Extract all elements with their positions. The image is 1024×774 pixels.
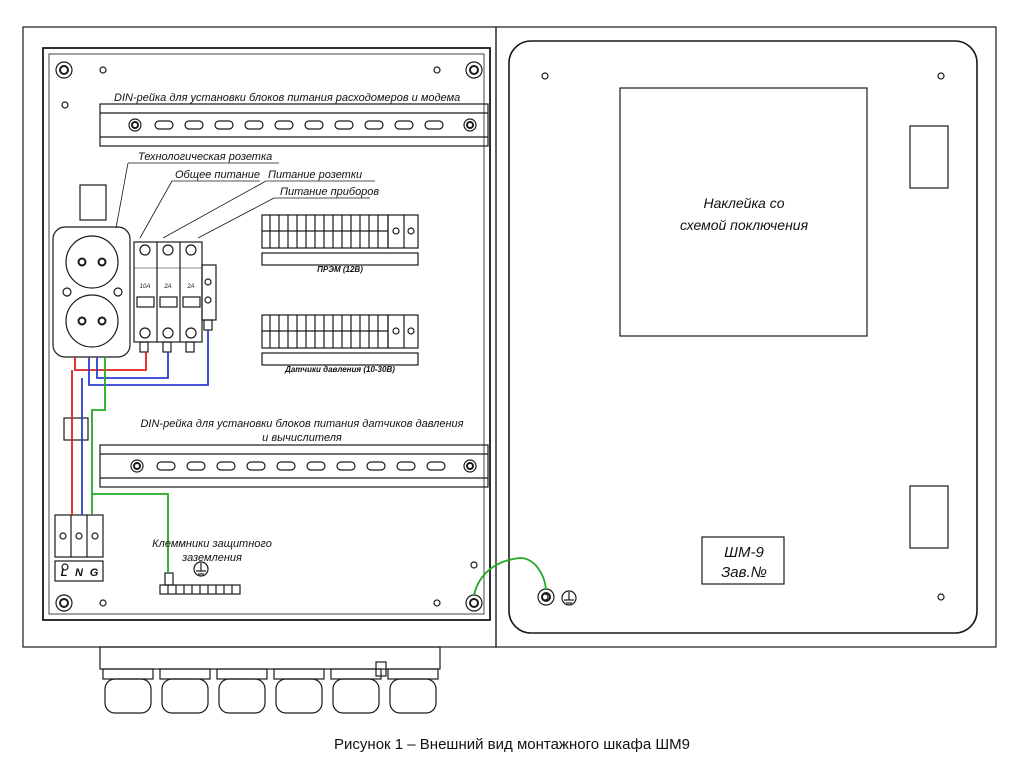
ground-bar	[159, 561, 241, 595]
sticker-text-1: Наклейка со	[703, 195, 784, 211]
terminal-l-label: L	[61, 567, 68, 579]
cable-glands	[99, 646, 441, 714]
din-rail-bottom	[99, 444, 489, 488]
figure-caption: Рисунок 1 – Внешний вид монтажного шкафа…	[334, 736, 690, 753]
door	[495, 26, 997, 648]
din-bottom-label-2: и вычислителя	[262, 432, 342, 444]
wires	[71, 330, 547, 596]
din-top-label: DIN-рейка для установки блоков питания р…	[114, 92, 460, 104]
prem-label: ПРЭМ (12В)	[317, 265, 363, 274]
din-bottom-label-1: DIN-рейка для установки блоков питания д…	[140, 418, 463, 430]
terminal-block-sensors	[261, 314, 419, 366]
breaker-amp-2: 2A	[163, 284, 171, 290]
door-hinge-bottom	[909, 485, 949, 549]
breaker-amp-1: 10A	[140, 284, 151, 290]
socket	[52, 226, 131, 358]
input-terminals	[54, 514, 104, 582]
plate-text-2: Зав.№	[721, 564, 767, 581]
sensors-label: Датчики давления (10-30В)	[284, 365, 395, 374]
terminal-n-label: N	[75, 567, 84, 579]
terminal-block-prem	[261, 214, 419, 266]
door-ground-icon	[561, 590, 577, 606]
serial-plate	[701, 536, 785, 585]
mounting-plate	[42, 47, 491, 621]
sticker-text-2: схемой поключения	[680, 217, 809, 233]
socket-label: Технологическая розетка	[138, 151, 272, 163]
door-hinge-top	[909, 125, 949, 189]
cabinet-drawing: DIN-рейка для установки блоков питания р…	[22, 26, 997, 714]
plate-text-1: ШМ-9	[724, 544, 764, 561]
ground-label-1: Клеммники защитного	[152, 538, 272, 550]
devices-power-label: Питание приборов	[280, 186, 379, 198]
schematic-sticker	[619, 87, 868, 337]
cabinet-body	[22, 26, 497, 648]
breaker-amp-3: 2A	[186, 284, 194, 290]
socket-power-label: Питание розетки	[268, 169, 362, 181]
wire-clamp	[63, 417, 89, 441]
main-power-label: Общее питание	[175, 169, 260, 181]
din-rail-top	[99, 103, 489, 147]
terminal-g-label: G	[90, 567, 99, 579]
leader-lines	[115, 162, 375, 239]
label-holder	[79, 184, 107, 221]
ground-label-2: заземления	[181, 552, 242, 564]
circuit-breakers	[133, 241, 217, 353]
